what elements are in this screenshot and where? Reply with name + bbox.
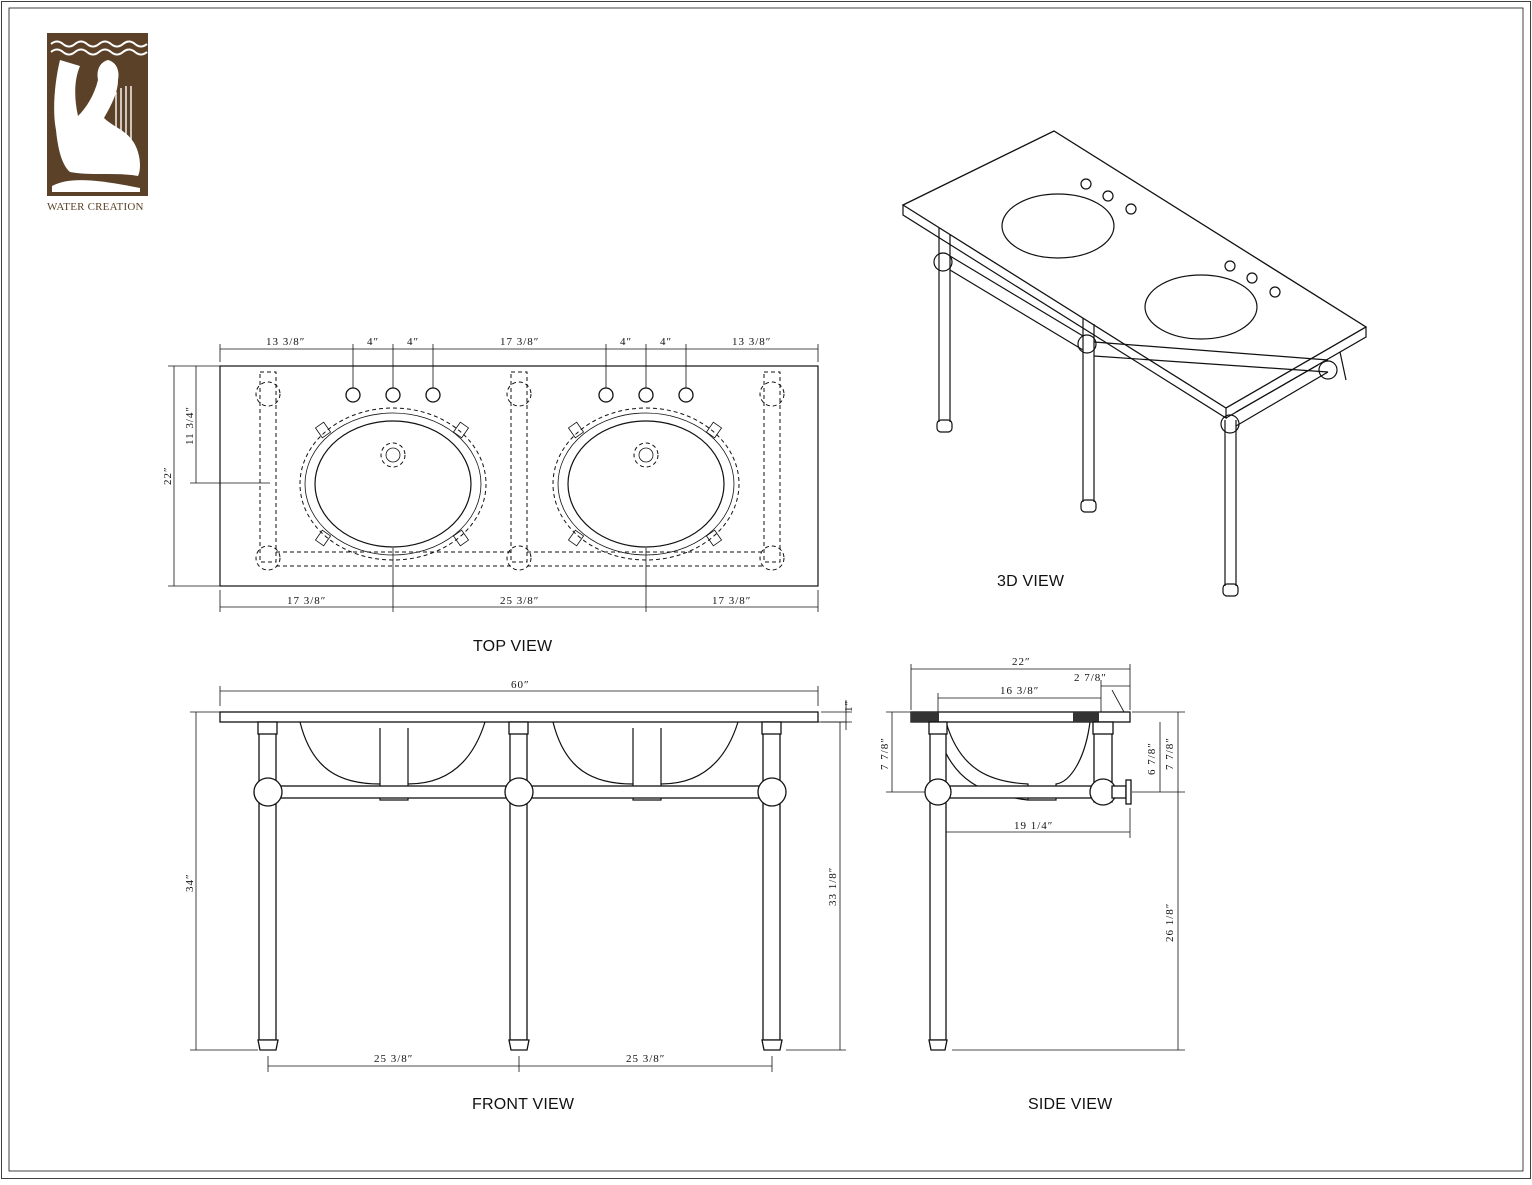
dim-front-top-thickness: 1″ — [843, 700, 855, 712]
dim-top-seg-right: 13 3/8″ — [732, 336, 771, 348]
dim-side-bar-span: 19 1/4″ — [1014, 820, 1053, 832]
dim-side-leg-offset: 2 7/8″ — [1074, 672, 1107, 684]
dim-side-bowl-right: 7 7/8″ — [1164, 737, 1176, 770]
side-view-title: SIDE VIEW — [1028, 1096, 1113, 1113]
dim-top-hole-b: 4″ — [407, 336, 419, 348]
front-view-title: FRONT VIEW — [472, 1096, 575, 1113]
dim-front-width: 60″ — [511, 679, 530, 691]
dim-top-hole-d: 4″ — [660, 336, 672, 348]
front-countertop — [219, 711, 819, 723]
dim-top-hole-a: 4″ — [367, 336, 379, 348]
dim-top-hole-c: 4″ — [620, 336, 632, 348]
dim-top-seg-left: 13 3/8″ — [266, 336, 305, 348]
dim-front-height: 34″ — [184, 873, 196, 892]
dim-side-inner: 16 3/8″ — [1000, 685, 1039, 697]
dim-top-bowl-center: 11 3/4″ — [184, 406, 196, 445]
brand-logo: WATER CREATION — [47, 33, 148, 213]
dim-top-depth: 22″ — [162, 466, 174, 485]
top-view-title: TOP VIEW — [473, 638, 553, 655]
side-view: 22″ 2 7/8″ 16 3/8″ 7 7/8″ 6 7/8″ 7 7/8″ … — [879, 656, 1185, 1113]
brand-name: WATER CREATION — [47, 201, 144, 213]
inner-border — [8, 7, 1524, 1172]
dim-top-bottom-mid: 25 3/8″ — [500, 595, 539, 607]
top-view-countertop — [219, 365, 819, 587]
dim-side-depth: 22″ — [1012, 656, 1031, 668]
three-d-view-title: 3D VIEW — [997, 573, 1065, 590]
dim-top-bottom-right: 17 3/8″ — [712, 595, 751, 607]
dim-side-bar-height: 26 1/8″ — [1164, 903, 1176, 942]
front-view: 60″ 1″ 34″ 33 1/8″ 25 3/8″ 25 3/8″ FRONT… — [184, 679, 855, 1113]
three-d-view: 3D VIEW — [901, 130, 1368, 597]
dim-side-bowl-depth: 7 7/8″ — [879, 737, 891, 770]
dim-top-bottom-left: 17 3/8″ — [287, 595, 326, 607]
dim-top-seg-mid: 17 3/8″ — [500, 336, 539, 348]
dim-front-under-top: 33 1/8″ — [827, 867, 839, 906]
top-view: 13 3/8″ 4″ 4″ 17 3/8″ 4″ 4″ 13 3/8″ 22″ … — [162, 336, 819, 655]
dim-front-leg-span-left: 25 3/8″ — [374, 1053, 413, 1065]
dim-front-leg-span-right: 25 3/8″ — [626, 1053, 665, 1065]
dim-side-bowl-inner: 6 7/8″ — [1146, 742, 1158, 775]
